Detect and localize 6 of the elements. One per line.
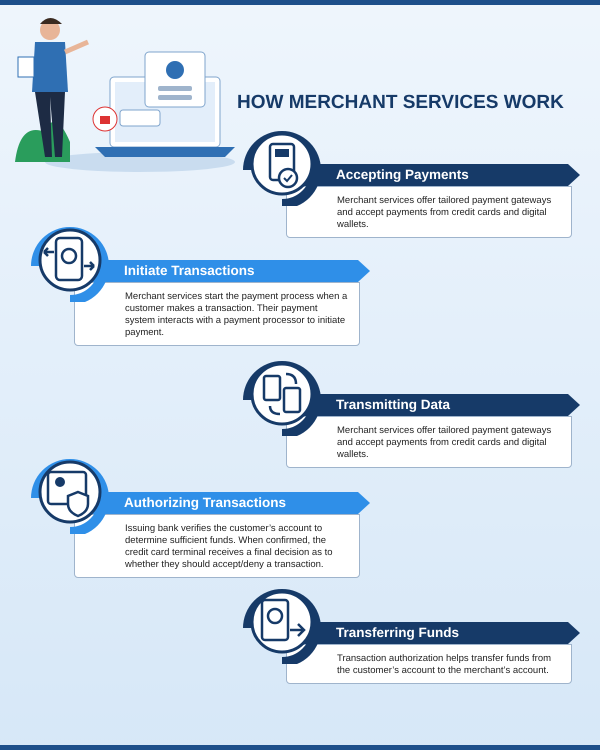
step-description: Transaction authorization helps transfer funds from the customer’s account to the merchant’s account. [286,644,572,684]
step-description: Issuing bank verifies the customer’s account to determine sufficient funds. When confirmed, the credit card terminal receives a final decision as to whether they should accept/deny a transaction. [74,514,360,578]
infographic-title: HOW MERCHANT SERVICES WORK [237,92,564,114]
step-description: Merchant services offer tailored payment gateways and accept payments from credit cards and digital wallets. [286,416,572,468]
step-description: Merchant services offer tailored payment gateways and accept payments from credit cards and digital wallets. [286,186,572,238]
step-description: Merchant services start the payment process when a customer makes a transaction. Their payment system interacts with a payment processor to initiate payment. [74,282,360,346]
